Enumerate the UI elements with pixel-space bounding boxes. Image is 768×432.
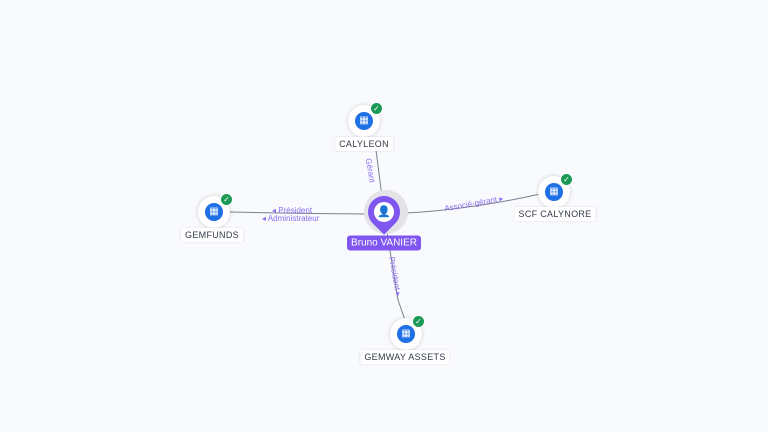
verified-check-icon: ✓ <box>412 315 425 328</box>
verified-check-icon: ✓ <box>370 102 383 115</box>
building-icon: ▦ <box>397 325 415 343</box>
building-icon: ▦ <box>205 203 223 221</box>
company-node-calyleon[interactable]: ▦✓ <box>348 102 383 137</box>
company-label[interactable]: CALYLEON <box>335 137 393 151</box>
company-node-scf-calynore[interactable]: ▦✓ <box>538 173 573 208</box>
verified-check-icon: ✓ <box>220 193 233 206</box>
company-label[interactable]: SCF CALYNORE <box>514 207 596 221</box>
building-icon: ▦ <box>545 183 563 201</box>
edge-label-text: Administrateur <box>267 214 320 223</box>
edge-label-administrateur: ◂ Administrateur <box>262 214 320 223</box>
person-icon: 👤 <box>374 202 394 222</box>
edge-label-president: ◂ Président <box>272 206 313 215</box>
company-label[interactable]: GEMFUNDS <box>181 228 243 242</box>
verified-check-icon: ✓ <box>560 173 573 186</box>
person-node-label[interactable]: Bruno VANIER <box>347 235 421 251</box>
company-node-gemfunds[interactable]: ▦✓ <box>198 193 233 228</box>
building-icon: ▦ <box>355 112 373 130</box>
company-node-gemway-assets[interactable]: ▦✓ <box>390 315 425 350</box>
edge-label-text: Président <box>278 206 313 215</box>
company-label[interactable]: GEMWAY ASSETS <box>360 350 450 364</box>
